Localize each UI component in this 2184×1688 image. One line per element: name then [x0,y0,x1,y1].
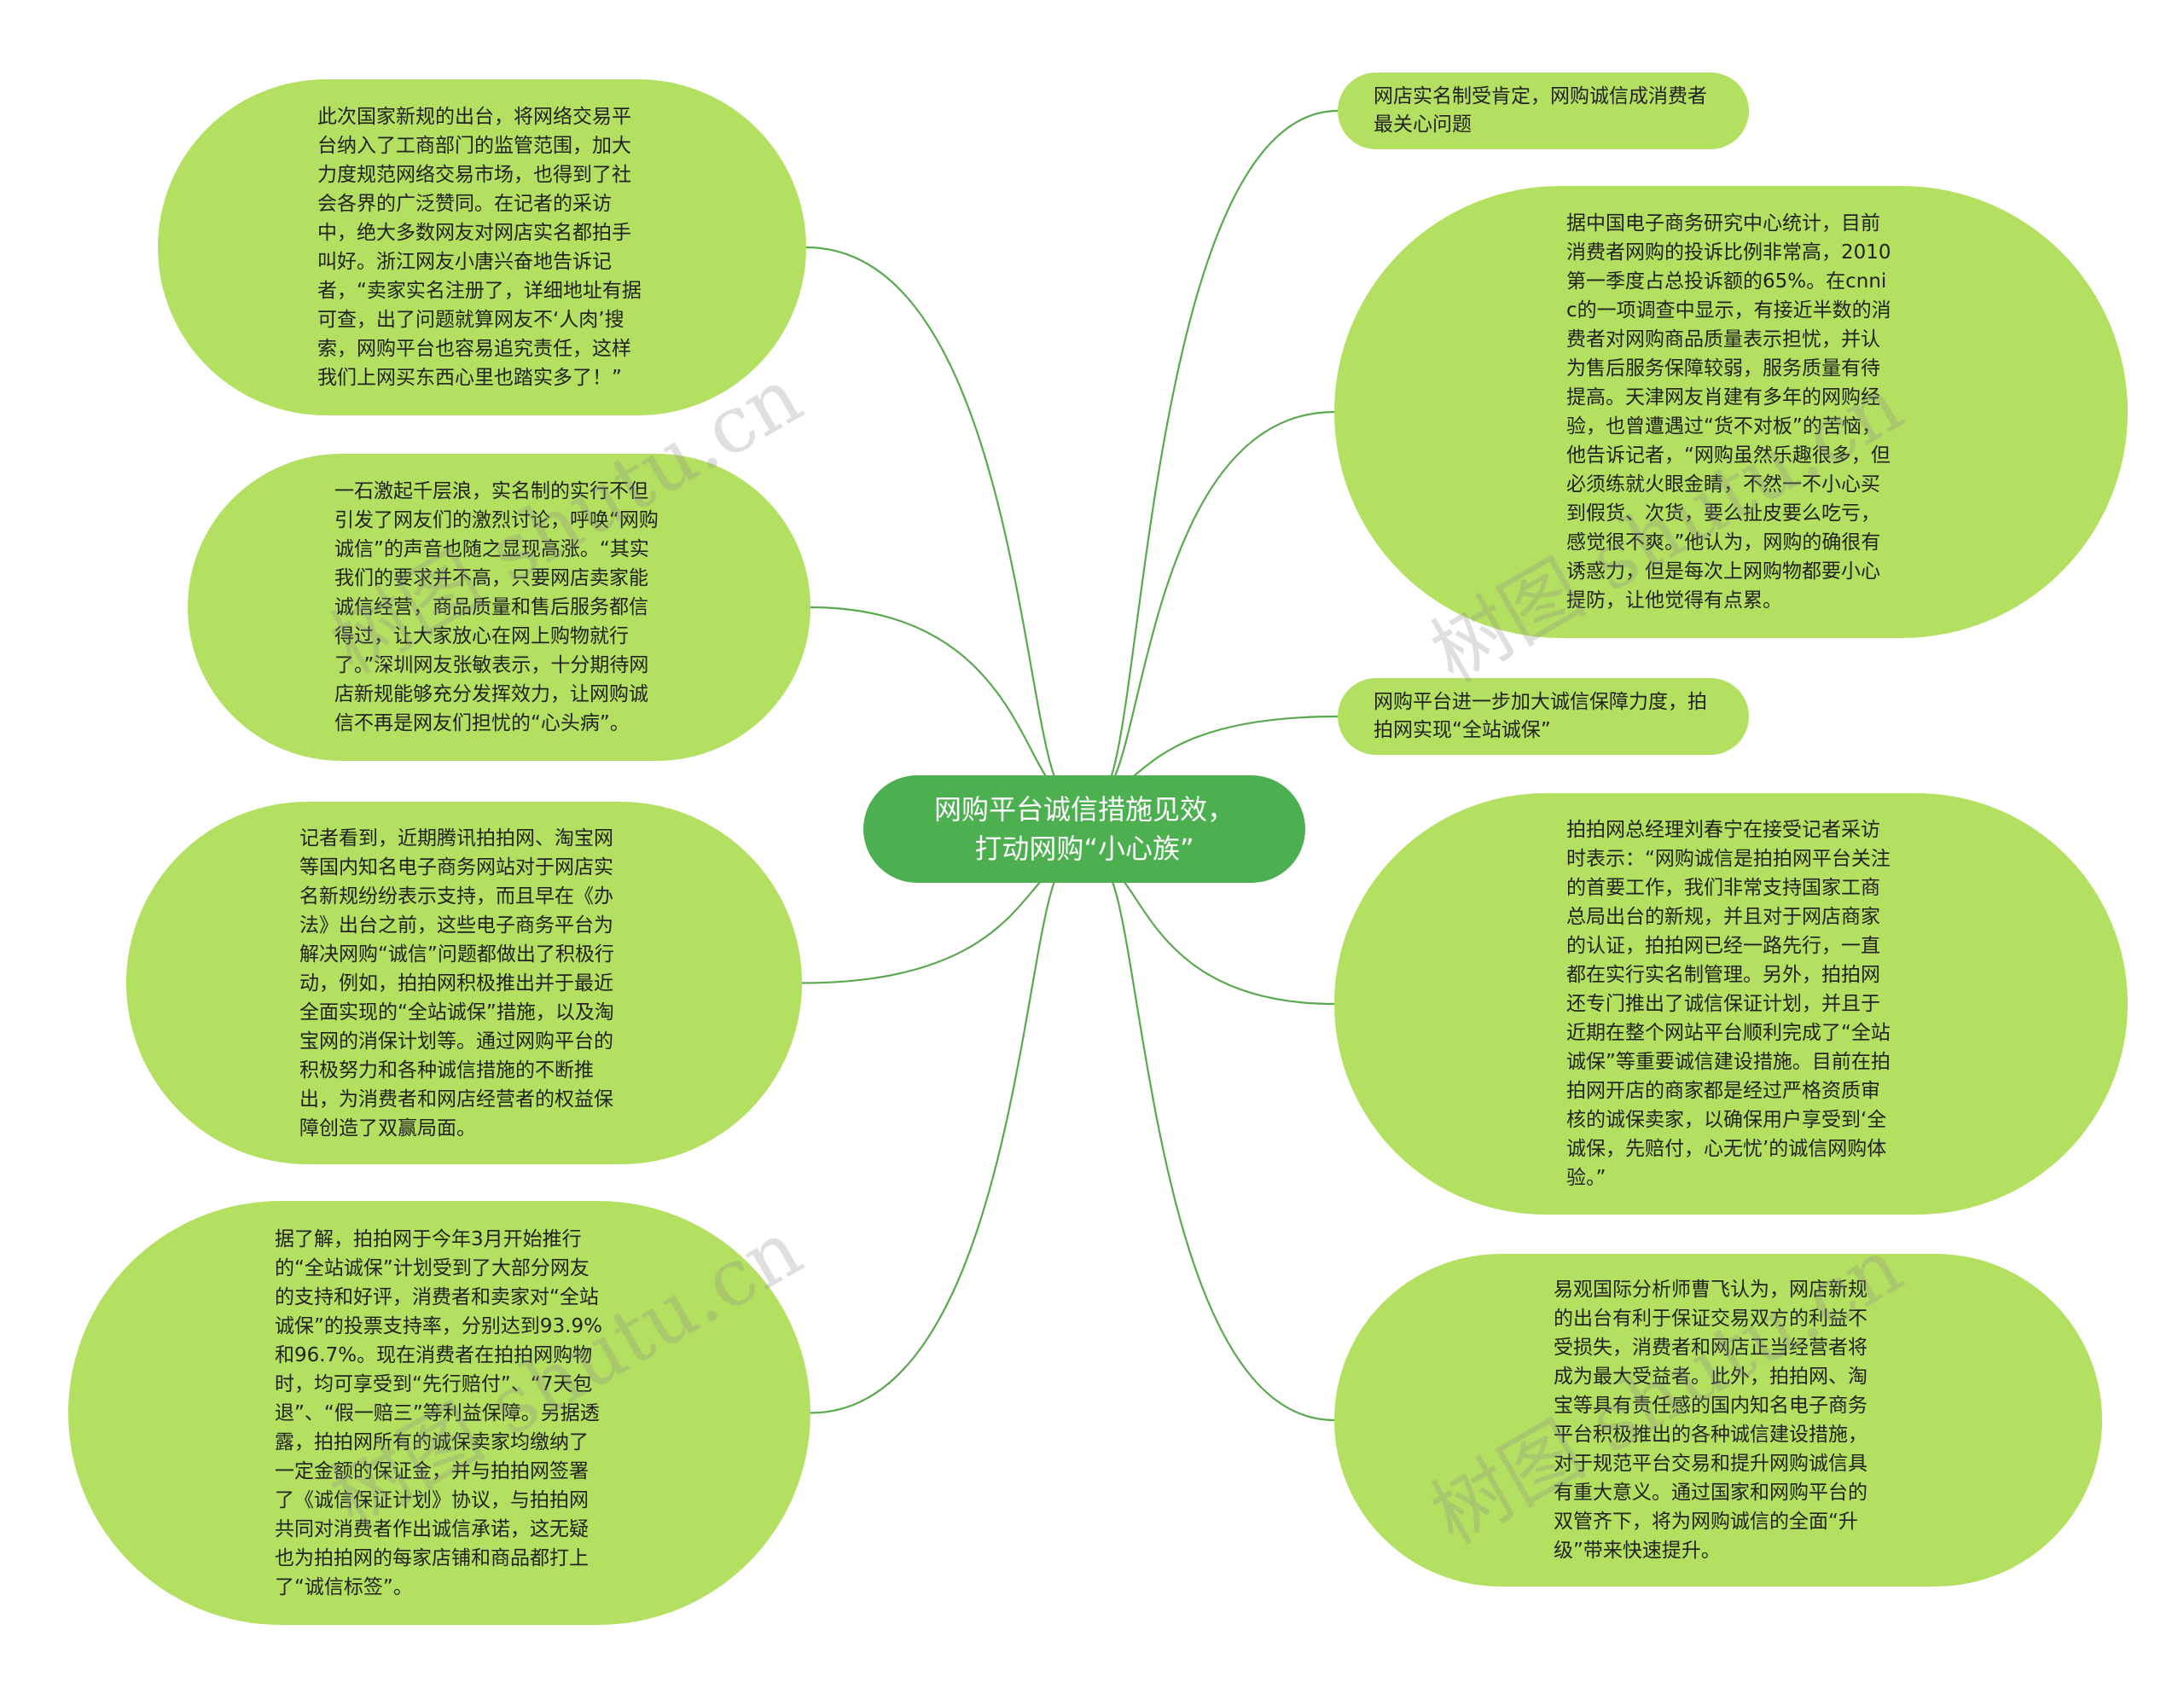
branch-right-4[interactable]: 拍拍网总经理刘春宁在接受记者采访时表示：“网购诚信是拍拍网平台关注的首要工作，我… [1334,793,2128,1215]
branch-left-1[interactable]: 此次国家新规的出台，将网络交易平台纳入了工商部门的监管范围，加大力度规范网络交易… [158,79,806,415]
branch-text: 网店实名制受肯定，网购诚信成消费者最关心问题 [1374,85,1707,136]
connector-branch-right-4 [1100,864,1335,1006]
branch-text: 易观国际分析师曹飞认为，网店新规的出台有利于保证交易双方的利益不受损失，消费者和… [1554,1279,1867,1562]
connector-branch-left-1 [805,246,1067,794]
connector-branch-right-5 [1100,864,1335,1422]
branch-right-5[interactable]: 易观国际分析师曹飞认为，网店新规的出台有利于保证交易双方的利益不受损失，消费者和… [1334,1254,2102,1586]
branch-text: 拍拍网总经理刘春宁在接受记者采访时表示：“网购诚信是拍拍网平台关注的首要工作，我… [1566,819,1891,1189]
branch-left-4[interactable]: 据了解，拍拍网于今年3月开始推行的“全站诚保”计划受到了大部分网友的支持和好评，… [68,1201,810,1625]
branch-right-2[interactable]: 据中国电子商务研究中心统计，目前消费者网购的投诉比例非常高，2010第一季度占总… [1334,186,2128,638]
central-topic[interactable]: 网购平台诚信措施见效， 打动网购“小心族” [863,775,1305,883]
branch-text: 据中国电子商务研究中心统计，目前消费者网购的投诉比例非常高，2010第一季度占总… [1566,212,1891,612]
connector-branch-right-1 [1100,109,1339,794]
connector-branch-left-4 [810,864,1067,1414]
branch-left-2[interactable]: 一石激起千层浪，实名制的实行不但引发了网友们的激烈讨论，呼唤“网购诚信”的声音也… [188,454,810,761]
central-topic-label: 网购平台诚信措施见效， 打动网购“小心族” [933,793,1234,865]
connector-branch-right-2 [1100,410,1335,794]
branch-right-3[interactable]: 网购平台进一步加大诚信保障力度，拍拍网实现“全站诚保” [1338,678,1749,755]
branch-left-3[interactable]: 记者看到，近期腾讯拍拍网、淘宝网等国内知名电子商务网站对于网店实名新规纷纷表示支… [126,802,802,1164]
branch-text: 记者看到，近期腾讯拍拍网、淘宝网等国内知名电子商务网站对于网店实名新规纷纷表示支… [299,827,614,1140]
branch-text: 网购平台进一步加大诚信保障力度，拍拍网实现“全站诚保” [1374,691,1707,741]
branch-text: 据了解，拍拍网于今年3月开始推行的“全站诚保”计划受到了大部分网友的支持和好评，… [275,1227,602,1598]
branch-text: 一石激起千层浪，实名制的实行不但引发了网友们的激烈讨论，呼唤“网购诚信”的声音也… [334,480,659,734]
branch-right-1[interactable]: 网店实名制受肯定，网购诚信成消费者最关心问题 [1338,73,1749,149]
branch-text: 此次国家新规的出台，将网络交易平台纳入了工商部门的监管范围，加大力度规范网络交易… [317,106,642,389]
connector-branch-left-3 [801,864,1067,984]
connector-branch-left-2 [810,606,1067,794]
